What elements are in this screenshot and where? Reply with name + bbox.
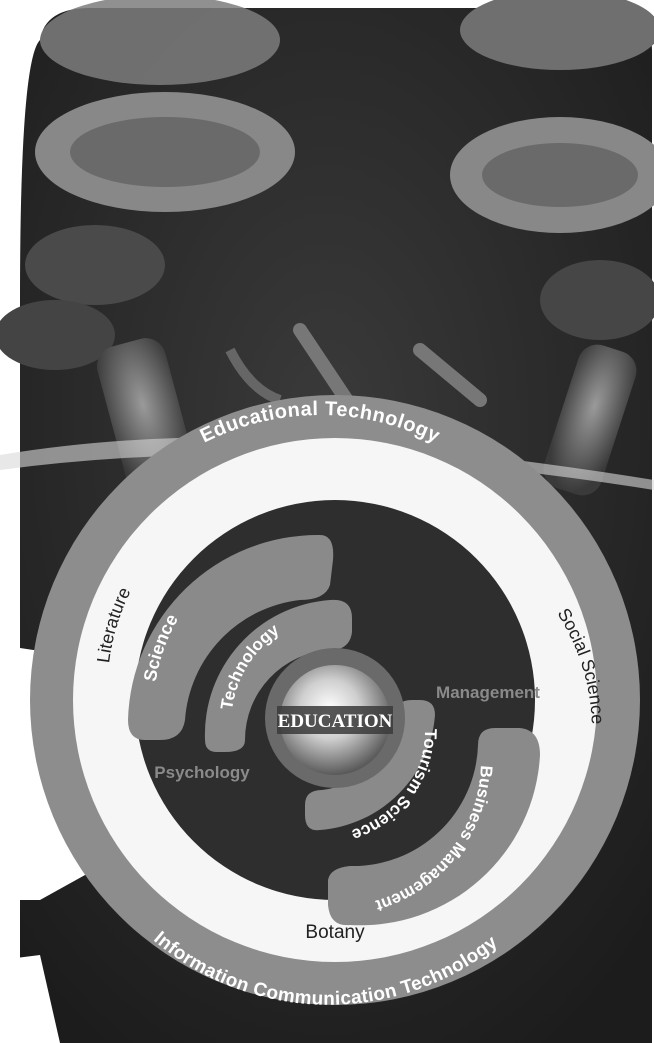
psychology-label: Psychology [154,763,250,782]
center-label: EDUCATION [278,711,393,732]
management-label: Management [436,683,540,702]
white-ring-bottom-label: Botany [305,922,365,943]
